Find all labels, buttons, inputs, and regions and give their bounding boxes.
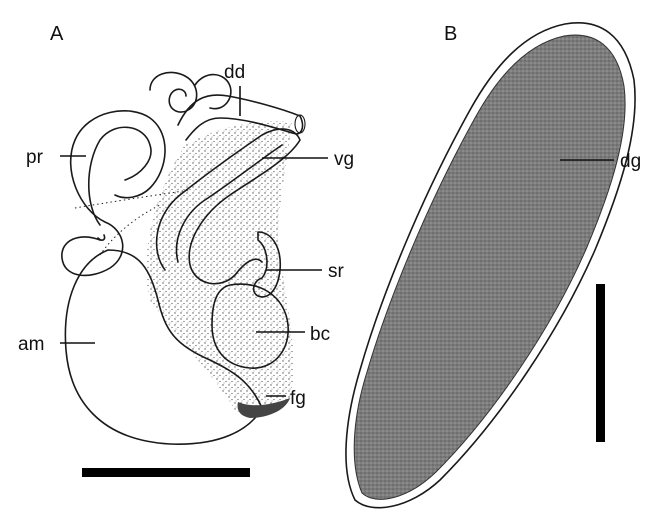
label-vg: vg: [334, 149, 354, 170]
label-dg: dg: [620, 151, 641, 172]
scale-bar-b: [596, 284, 605, 442]
label-sr: sr: [328, 261, 345, 282]
prostate-inner-coil: [89, 127, 151, 240]
panel-a: A dd pr vg sr: [18, 23, 354, 477]
label-fg: fg: [290, 388, 306, 409]
label-am: am: [18, 334, 44, 355]
panel-b: B dg: [346, 23, 641, 508]
label-dd: dd: [224, 62, 245, 83]
label-pr: pr: [26, 147, 44, 168]
scale-bar-a: [82, 468, 250, 477]
panel-letter-a: A: [50, 23, 64, 45]
label-bc: bc: [310, 324, 330, 345]
panel-letter-b: B: [444, 23, 457, 45]
